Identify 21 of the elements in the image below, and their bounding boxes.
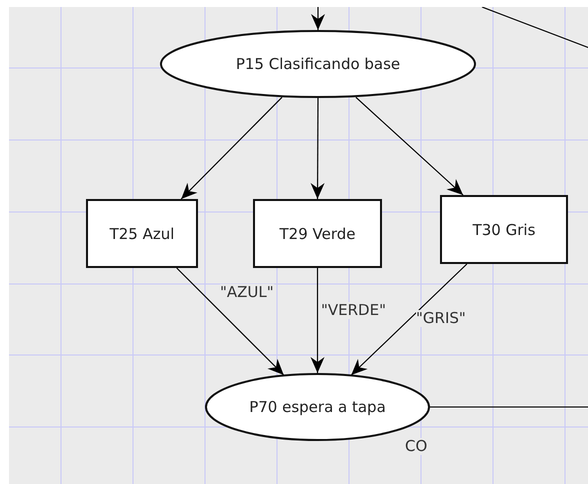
node-label: T29 Verde: [280, 224, 356, 242]
edge-label: "VERDE": [321, 302, 386, 319]
transition-box: [440, 195, 568, 264]
edge-label: "GRIS": [416, 310, 466, 327]
arrow: [176, 268, 284, 376]
transition-box: [253, 199, 382, 268]
transition-box: [86, 199, 198, 268]
arrow: [311, 7, 325, 30]
place-ellipse: [205, 373, 430, 441]
node-label: T25 Azul: [110, 224, 174, 242]
node-label: P70 espera a tapa: [249, 398, 386, 416]
node-label: P15 Clasificando base: [236, 55, 400, 73]
connector-line: [430, 406, 588, 408]
arrow: [350, 264, 468, 376]
place-type-label: CO: [405, 438, 428, 455]
arrow: [356, 96, 464, 196]
arrow: [310, 268, 324, 373]
arrow: [180, 96, 282, 200]
arrow: [310, 98, 325, 199]
node-label: T30 Gris: [472, 220, 536, 238]
place-ellipse: [160, 30, 476, 98]
